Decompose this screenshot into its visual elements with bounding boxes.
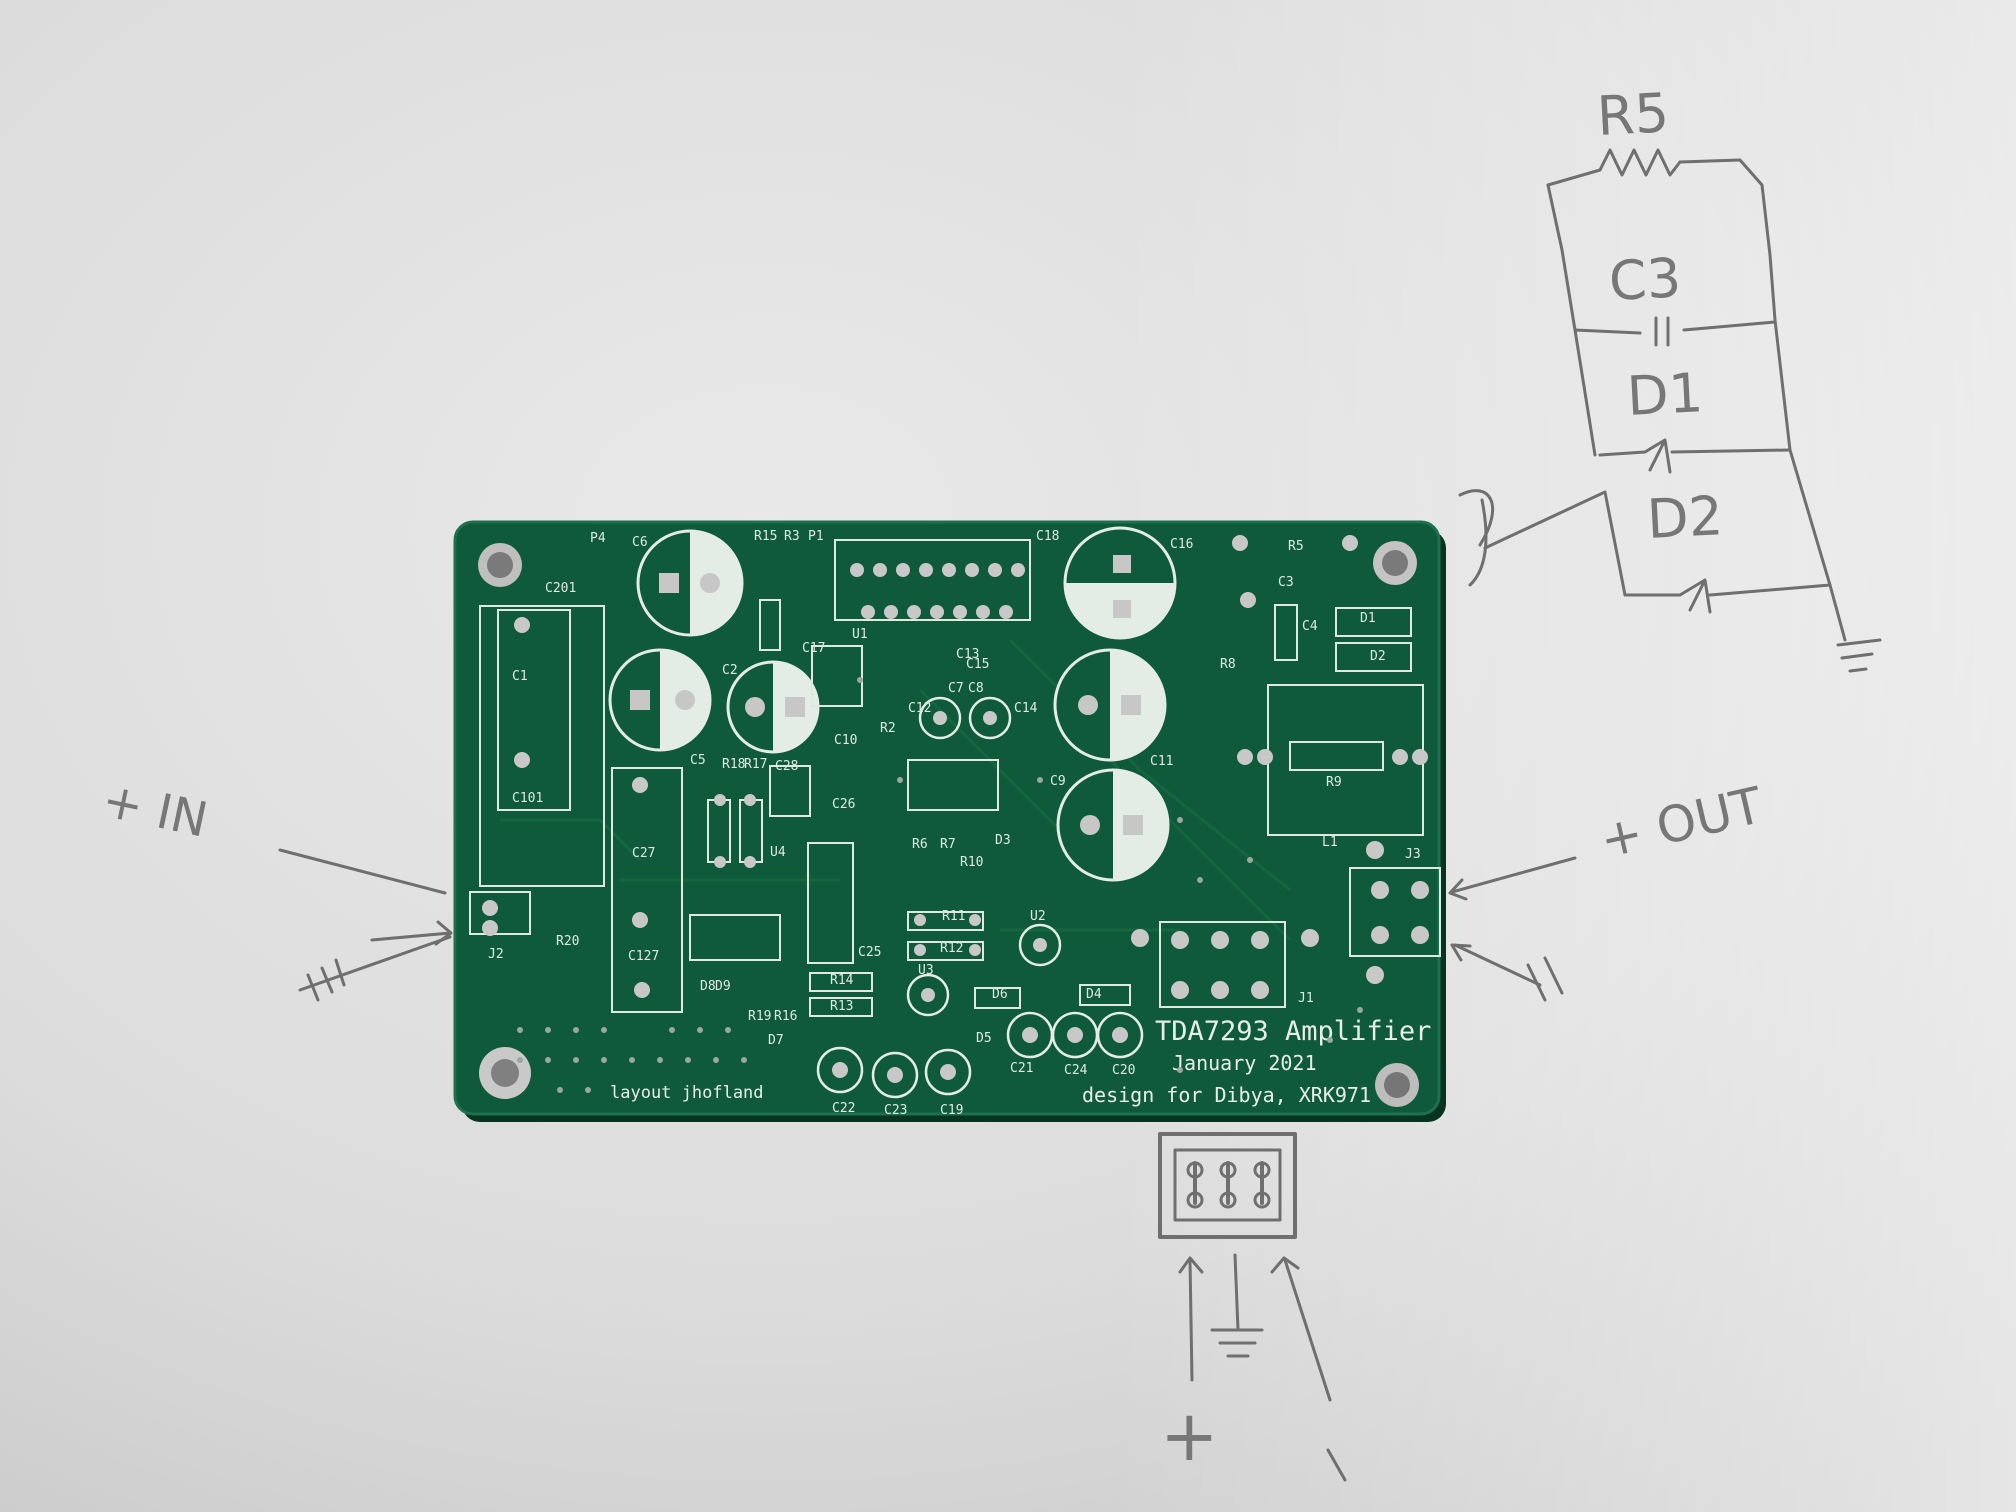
svg-text:J3: J3 bbox=[1405, 847, 1421, 862]
svg-text:R11: R11 bbox=[942, 909, 965, 924]
svg-text:J2: J2 bbox=[488, 947, 504, 962]
svg-text:C16: C16 bbox=[1170, 537, 1193, 552]
svg-text:C28: C28 bbox=[775, 759, 798, 774]
sketch-d2: D2 bbox=[1645, 484, 1724, 551]
svg-text:D9: D9 bbox=[715, 979, 731, 994]
svg-text:U3: U3 bbox=[918, 963, 934, 978]
svg-text:U1: U1 bbox=[852, 627, 868, 642]
svg-text:R18: R18 bbox=[722, 757, 745, 772]
svg-text:R3: R3 bbox=[784, 529, 800, 544]
svg-text:C8: C8 bbox=[968, 681, 984, 696]
svg-text:C201: C201 bbox=[545, 581, 576, 596]
svg-text:C24: C24 bbox=[1064, 1063, 1088, 1078]
board-title: TDA7293 Amplifier bbox=[1155, 1016, 1431, 1047]
svg-text:C14: C14 bbox=[1014, 701, 1038, 716]
silkscreen-text: TDA7293 Amplifier January 2021 design fo… bbox=[610, 1016, 1431, 1107]
svg-text:D4: D4 bbox=[1086, 987, 1102, 1002]
pcb-board: TDA7293 Amplifier January 2021 design fo… bbox=[453, 520, 1446, 1122]
svg-text:D3: D3 bbox=[995, 833, 1011, 848]
svg-text:C9: C9 bbox=[1050, 774, 1066, 789]
board-credit: design for Dibya, XRK971 bbox=[1082, 1083, 1371, 1107]
svg-text:C1: C1 bbox=[512, 669, 528, 684]
vias bbox=[517, 677, 1363, 1093]
svg-text:C12: C12 bbox=[908, 701, 931, 716]
svg-text:R2: R2 bbox=[880, 721, 896, 736]
svg-text:J1: J1 bbox=[1298, 991, 1314, 1006]
svg-text:R5: R5 bbox=[1288, 539, 1304, 554]
svg-text:C22: C22 bbox=[832, 1101, 855, 1116]
svg-text:C13: C13 bbox=[956, 647, 979, 662]
svg-text:C19: C19 bbox=[940, 1103, 963, 1118]
board-date: January 2021 bbox=[1172, 1051, 1317, 1075]
svg-text:C20: C20 bbox=[1112, 1063, 1135, 1078]
small-capacitors bbox=[816, 696, 1144, 1099]
svg-text:R8: R8 bbox=[1220, 657, 1236, 672]
svg-text:R15: R15 bbox=[754, 529, 777, 544]
svg-text:C4: C4 bbox=[1302, 619, 1318, 634]
svg-text:C27: C27 bbox=[632, 846, 655, 861]
svg-text:C2: C2 bbox=[722, 663, 738, 678]
svg-text:R13: R13 bbox=[830, 999, 853, 1014]
svg-text:C101: C101 bbox=[512, 791, 543, 806]
sketch-r5: R5 bbox=[1595, 81, 1670, 148]
svg-text:U4: U4 bbox=[770, 845, 786, 860]
svg-text:R12: R12 bbox=[940, 941, 963, 956]
svg-text:D7: D7 bbox=[768, 1033, 784, 1048]
svg-text:D5: D5 bbox=[976, 1031, 992, 1046]
svg-text:P4: P4 bbox=[590, 531, 606, 546]
svg-text:C18: C18 bbox=[1036, 529, 1059, 544]
svg-text:C23: C23 bbox=[884, 1103, 907, 1118]
board-layout-credit: layout jhofland bbox=[610, 1083, 764, 1103]
svg-text:R9: R9 bbox=[1326, 775, 1342, 790]
svg-text:C17: C17 bbox=[802, 641, 825, 656]
svg-text:R19: R19 bbox=[748, 1009, 771, 1024]
svg-text:R7: R7 bbox=[940, 837, 956, 852]
svg-text:C25: C25 bbox=[858, 945, 881, 960]
svg-text:U2: U2 bbox=[1030, 909, 1046, 924]
svg-text:R20: R20 bbox=[556, 934, 579, 949]
svg-text:R14: R14 bbox=[830, 973, 854, 988]
svg-text:C5: C5 bbox=[690, 753, 706, 768]
svg-text:C7: C7 bbox=[948, 681, 964, 696]
svg-text:C26: C26 bbox=[832, 797, 855, 812]
svg-text:R17: R17 bbox=[744, 757, 767, 772]
svg-text:C15: C15 bbox=[966, 657, 989, 672]
svg-text:R10: R10 bbox=[960, 855, 983, 870]
sketch-d1: D1 bbox=[1625, 361, 1704, 428]
pencil-sketch bbox=[278, 148, 1882, 1482]
svg-text:C10: C10 bbox=[834, 733, 857, 748]
sketch-plus-label: + bbox=[1160, 1395, 1219, 1477]
sketch-c3: C3 bbox=[1607, 246, 1682, 313]
svg-text:D1: D1 bbox=[1360, 611, 1376, 626]
electrolytic-capacitors bbox=[608, 526, 1177, 882]
svg-text:L1: L1 bbox=[1322, 835, 1338, 850]
svg-text:C6: C6 bbox=[632, 535, 648, 550]
svg-text:R6: R6 bbox=[912, 837, 928, 852]
svg-text:C127: C127 bbox=[628, 949, 659, 964]
svg-text:P1: P1 bbox=[808, 529, 824, 544]
svg-text:C21: C21 bbox=[1010, 1061, 1033, 1076]
svg-text:R16: R16 bbox=[774, 1009, 797, 1024]
solder-pads bbox=[482, 535, 1429, 1083]
svg-text:C3: C3 bbox=[1278, 575, 1294, 590]
svg-text:D2: D2 bbox=[1370, 649, 1386, 664]
svg-text:D8: D8 bbox=[700, 979, 716, 994]
svg-text:C11: C11 bbox=[1150, 754, 1173, 769]
svg-text:D6: D6 bbox=[992, 987, 1008, 1002]
reference-designators: C201 C1 C101 C27 C127 P4 C6 R15 R3 P1 C1… bbox=[488, 529, 1421, 1118]
